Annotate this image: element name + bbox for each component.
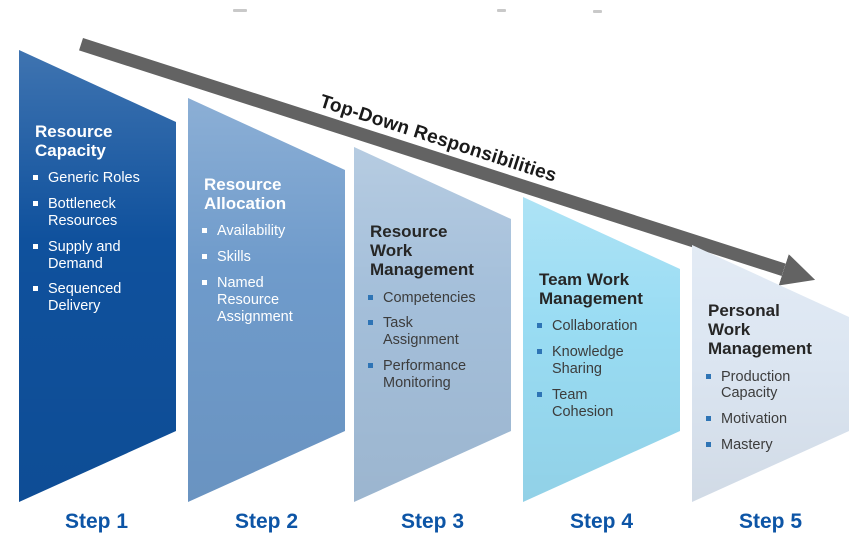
bullet-square-icon	[202, 254, 207, 259]
bullet-item: Supply and Demand	[35, 239, 166, 273]
bullet-item: Task Assignment	[370, 315, 501, 349]
arrow-label: Top-Down Responsibilities	[317, 91, 560, 187]
bullet-item: Team Cohesion	[539, 387, 670, 421]
step-3-content: Resource Work Management Competencies Ta…	[354, 222, 501, 401]
step-2-label: Step 2	[234, 510, 299, 533]
bullet-item: Knowledge Sharing	[539, 344, 670, 378]
step-2-chevron: Resource Allocation Availability Skills …	[188, 98, 345, 502]
bullet-square-icon	[706, 374, 711, 379]
bullet-item: Generic Roles	[35, 170, 166, 187]
bullet-square-icon	[202, 228, 207, 233]
bullet-square-icon	[368, 363, 373, 368]
step-4-label: Step 4	[569, 510, 634, 533]
bullet-square-icon	[706, 442, 711, 447]
step-5-chevron: Personal Work Management Production Capa…	[692, 245, 849, 502]
chevron-title: Personal Work Management	[708, 301, 812, 359]
bullet-item: Collaboration	[539, 318, 670, 335]
bullet-square-icon	[33, 244, 38, 249]
chevron-title: Team Work Management	[539, 270, 643, 309]
chevron-bullet-list: Collaboration Knowledge Sharing Team Coh…	[539, 318, 670, 420]
bullet-square-icon	[33, 175, 38, 180]
step-5-label: Step 5	[738, 510, 803, 533]
bullet-square-icon	[537, 349, 542, 354]
bullet-item: Production Capacity	[708, 369, 839, 403]
bullet-item: Named Resource Assignment	[204, 275, 335, 325]
bullet-item: Skills	[204, 249, 335, 266]
bullet-item: Sequenced Delivery	[35, 281, 166, 315]
chevron-title: Resource Capacity	[35, 122, 113, 161]
chevron-title: Resource Allocation	[204, 175, 287, 214]
bullet-item: Motivation	[708, 411, 839, 428]
chevron-bullet-list: Availability Skills Named Resource Assig…	[204, 223, 335, 325]
chevron-bullet-list: Competencies Task Assignment Performance…	[370, 290, 501, 392]
chevron-bullet-list: Production Capacity Motivation Mastery	[708, 369, 839, 454]
bullet-item: Bottleneck Resources	[35, 196, 166, 230]
bullet-item: Performance Monitoring	[370, 358, 501, 392]
top-crop-mark	[593, 10, 602, 13]
step-1-label: Step 1	[64, 510, 129, 533]
chevron-bullet-list: Generic Roles Bottleneck Resources Suppl…	[35, 170, 166, 315]
top-crop-mark	[233, 9, 247, 12]
bullet-item: Mastery	[708, 437, 839, 454]
step-1-chevron: Resource Capacity Generic Roles Bottlene…	[19, 50, 176, 502]
bullet-square-icon	[537, 323, 542, 328]
step-4-content: Team Work Management Collaboration Knowl…	[523, 270, 670, 429]
bullet-square-icon	[368, 295, 373, 300]
bullet-square-icon	[33, 286, 38, 291]
top-crop-mark	[497, 9, 506, 12]
bullet-square-icon	[368, 320, 373, 325]
step-3-chevron: Resource Work Management Competencies Ta…	[354, 147, 511, 502]
bullet-item: Competencies	[370, 290, 501, 307]
bullet-square-icon	[33, 201, 38, 206]
step-1-content: Resource Capacity Generic Roles Bottlene…	[19, 122, 166, 324]
chevron-title: Resource Work Management	[370, 222, 474, 280]
bullet-square-icon	[537, 392, 542, 397]
step-4-chevron: Team Work Management Collaboration Knowl…	[523, 197, 680, 502]
step-3-label: Step 3	[400, 510, 465, 533]
bullet-square-icon	[706, 416, 711, 421]
step-5-content: Personal Work Management Production Capa…	[692, 301, 839, 463]
bullet-item: Availability	[204, 223, 335, 240]
step-2-content: Resource Allocation Availability Skills …	[188, 175, 335, 334]
bullet-square-icon	[202, 280, 207, 285]
